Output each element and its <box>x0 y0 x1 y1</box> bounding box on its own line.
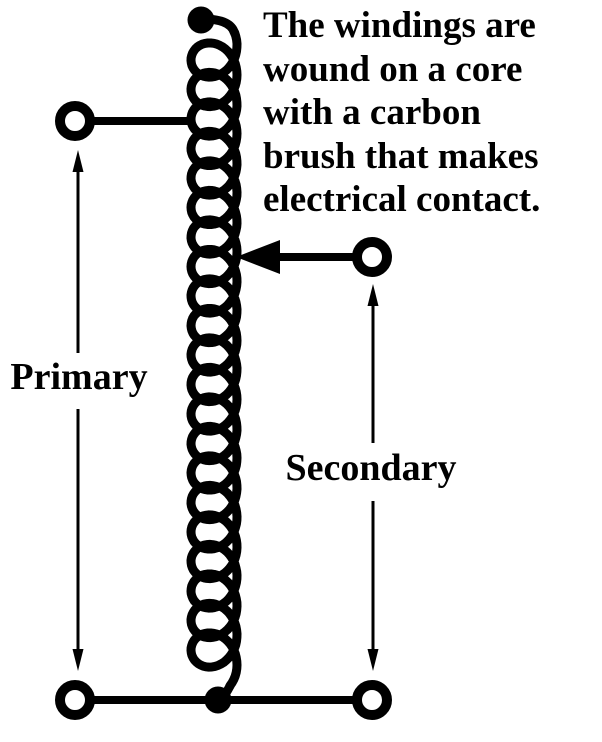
coil-winding-icon <box>186 28 242 691</box>
primary-label: Primary <box>1 353 157 401</box>
brush-arrowhead-icon <box>236 240 280 274</box>
annotation-text: The windings are wound on a core with a … <box>263 4 540 222</box>
annotation-line: electrical contact. <box>263 179 541 220</box>
terminal-bottom-left-icon <box>55 680 95 720</box>
annotation-line: The windings are <box>263 5 536 46</box>
terminal-brush-icon <box>352 237 392 277</box>
arrow-down-icon <box>367 649 379 671</box>
primary-span-arrow <box>72 150 84 671</box>
arrow-up-icon <box>367 284 379 306</box>
arrow-up-icon <box>72 150 84 172</box>
annotation-line: brush that makes <box>263 135 539 177</box>
secondary-span-arrow <box>367 284 379 671</box>
annotation-line: with a carbon <box>263 92 481 133</box>
arrow-down-icon <box>72 649 84 671</box>
terminal-primary-top-icon <box>55 101 95 141</box>
terminal-bottom-right-icon <box>352 680 392 720</box>
annotation-line: wound on a core <box>263 48 523 90</box>
junction-dot-icon <box>204 686 232 714</box>
secondary-label: Secondary <box>278 444 464 492</box>
wire-start-dot-icon <box>187 6 215 34</box>
